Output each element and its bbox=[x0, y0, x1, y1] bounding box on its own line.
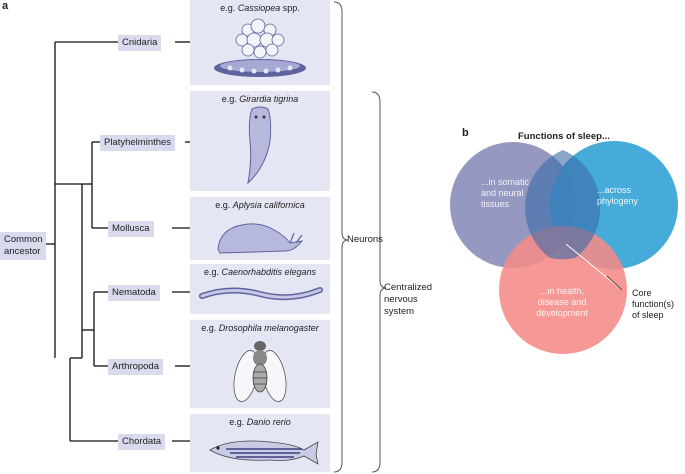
venn-label-somatic: ...in somatic and neural tissues bbox=[481, 177, 530, 209]
nematode-icon bbox=[199, 287, 323, 301]
taxon-nematoda: Nematoda bbox=[108, 285, 160, 301]
example-caption: e.g. Girardia tigrina bbox=[190, 94, 330, 104]
taxon-mollusca: Mollusca bbox=[108, 221, 154, 237]
cns-label: Centralized nervous system bbox=[384, 282, 433, 317]
caption-suffix: spp. bbox=[280, 3, 300, 13]
caption-species: Aplysia californica bbox=[232, 200, 305, 210]
caption-species: Girardia tigrina bbox=[239, 94, 299, 104]
example-card-nematoda: e.g. Caenorhabditis elegans bbox=[190, 264, 330, 314]
caption-prefix: e.g. bbox=[215, 200, 233, 210]
example-card-chordata: e.g. Danio rerio bbox=[190, 414, 330, 472]
taxon-platyhelminthes: Platyhelminthes bbox=[100, 135, 176, 151]
example-caption: e.g. Aplysia californica bbox=[190, 200, 330, 210]
venn-title: Functions of sleep... bbox=[518, 131, 610, 142]
fruit-fly-icon bbox=[233, 341, 287, 402]
example-card-platyhelminthes: e.g. Girardia tigrina bbox=[190, 91, 330, 191]
example-caption: e.g. Drosophila melanogaster bbox=[190, 323, 330, 333]
example-caption: e.g. Caenorhabditis elegans bbox=[190, 267, 330, 277]
jellyfish-icon bbox=[214, 18, 306, 77]
panel-b-letter: b bbox=[462, 127, 469, 139]
example-card-arthropoda: e.g. Drosophila melanogaster bbox=[190, 320, 330, 408]
taxon-arthropoda: Arthropoda bbox=[108, 359, 164, 375]
venn-label-phylogeny: ...across phylogeny bbox=[597, 185, 639, 206]
sea-slug-icon bbox=[217, 223, 304, 254]
root-label-text: Common ancestor bbox=[4, 234, 43, 257]
caption-species: Cassiopea bbox=[237, 3, 281, 13]
example-caption: e.g. Danio rerio bbox=[190, 417, 330, 427]
taxon-chordata: Chordata bbox=[118, 434, 166, 450]
panel-a-letter: a bbox=[2, 0, 9, 12]
caption-species: Danio rerio bbox=[246, 417, 291, 427]
zebrafish-icon bbox=[209, 440, 319, 465]
caption-prefix: e.g. bbox=[229, 417, 247, 427]
example-card-cnidaria: e.g. Cassiopea spp. bbox=[190, 0, 330, 85]
flatworm-icon bbox=[247, 106, 272, 185]
caption-species: Caenorhabditis elegans bbox=[221, 267, 317, 277]
caption-prefix: e.g. bbox=[203, 267, 222, 277]
example-caption: e.g. Cassiopea spp. bbox=[190, 3, 330, 13]
venn-label-health: ...in health, disease and development bbox=[536, 286, 588, 318]
example-card-mollusca: e.g. Aplysia californica bbox=[190, 197, 330, 260]
venn-circle-health bbox=[499, 226, 627, 354]
caption-prefix: e.g. bbox=[221, 94, 240, 104]
caption-prefix: e.g. bbox=[220, 3, 238, 13]
caption-prefix: e.g. bbox=[201, 323, 219, 333]
caption-species: Drosophila melanogaster bbox=[218, 323, 319, 333]
neurons-label: Neurons bbox=[347, 234, 383, 245]
taxon-cnidaria: Cnidaria bbox=[118, 35, 162, 51]
core-function-label: Core function(s) of sleep bbox=[632, 288, 675, 320]
root-label: Common ancestor bbox=[0, 232, 46, 260]
